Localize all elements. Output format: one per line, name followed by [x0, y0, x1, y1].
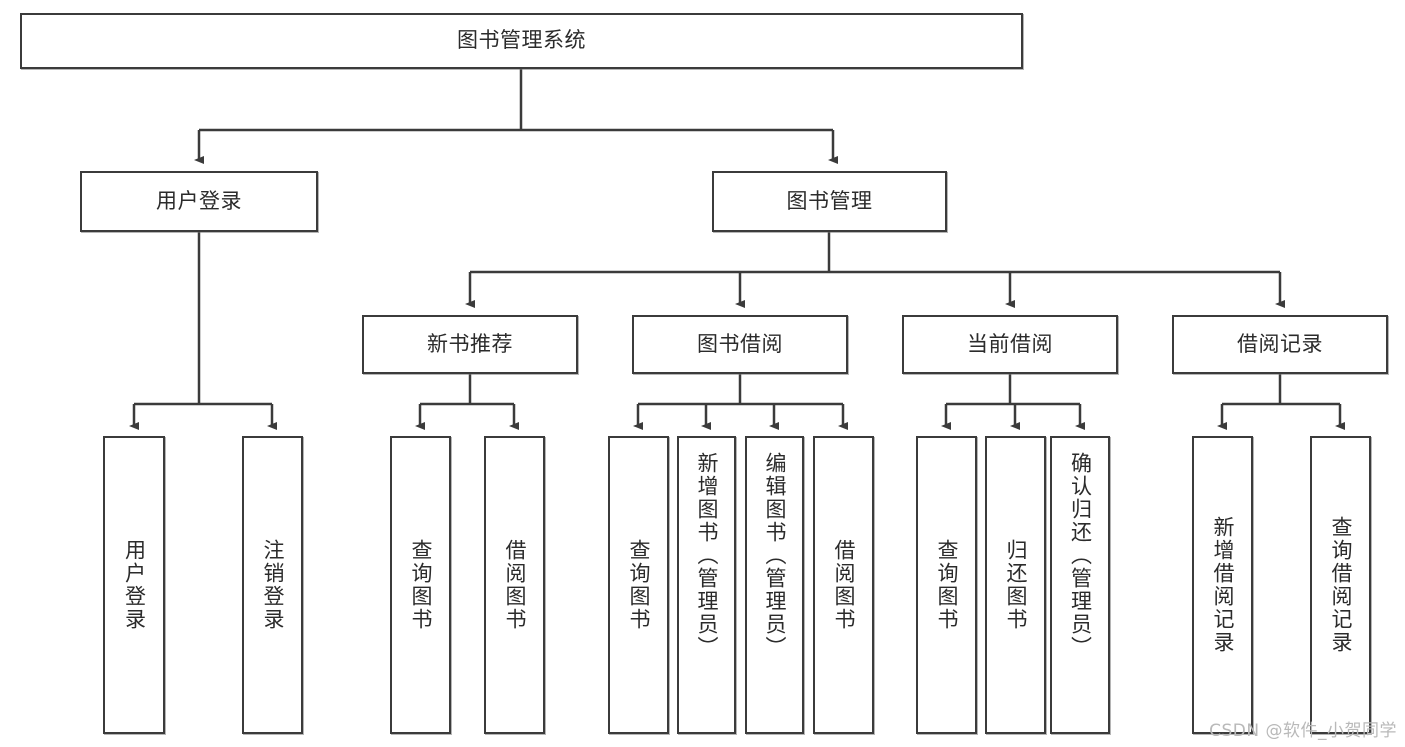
leaf-borrow-book-2[interactable]: 借阅图书 — [813, 436, 874, 734]
leaf-add-record[interactable]: 新增借阅记录 — [1192, 436, 1253, 734]
node-new-book-recommend-label: 新书推荐 — [427, 331, 513, 356]
node-current-borrow[interactable]: 当前借阅 — [902, 315, 1118, 374]
leaf-query-book-2-label: 查询图书 — [627, 539, 651, 631]
edges-bookmanage-to-level3 — [465, 232, 1285, 308]
leaf-borrow-book-1-label: 借阅图书 — [503, 539, 527, 631]
leaf-confirm-return-label: 确认归还（管理员） — [1068, 452, 1093, 659]
leaf-query-book-3-label: 查询图书 — [935, 539, 959, 631]
leaf-query-book-2[interactable]: 查询图书 — [608, 436, 669, 734]
node-root-label: 图书管理系统 — [457, 28, 586, 53]
leaf-return-book[interactable]: 归还图书 — [985, 436, 1046, 734]
leaf-query-record[interactable]: 查询借阅记录 — [1310, 436, 1371, 734]
leaf-user-login[interactable]: 用户登录 — [103, 436, 165, 734]
edges-userlogin-to-leaves — [129, 232, 277, 430]
leaf-query-record-label: 查询借阅记录 — [1329, 516, 1353, 654]
node-book-borrow[interactable]: 图书借阅 — [632, 315, 848, 374]
leaf-add-record-label: 新增借阅记录 — [1211, 516, 1235, 654]
leaf-query-book-1[interactable]: 查询图书 — [390, 436, 451, 734]
node-user-login[interactable]: 用户登录 — [80, 171, 318, 232]
node-borrow-record[interactable]: 借阅记录 — [1172, 315, 1388, 374]
edges-bookborrow-to-leaves — [633, 374, 848, 430]
leaf-logout-label: 注销登录 — [261, 539, 285, 631]
edges-borrowrecord-to-leaves — [1217, 374, 1345, 430]
leaf-borrow-book-1[interactable]: 借阅图书 — [484, 436, 545, 734]
leaf-query-book-3[interactable]: 查询图书 — [916, 436, 977, 734]
leaf-edit-book-label: 编辑图书（管理员） — [763, 452, 787, 659]
leaf-logout[interactable]: 注销登录 — [242, 436, 303, 734]
leaf-add-book-label: 新增图书（管理员） — [695, 452, 719, 659]
leaf-return-book-label: 归还图书 — [1004, 539, 1028, 631]
leaf-borrow-book-2-label: 借阅图书 — [832, 539, 856, 631]
leaf-confirm-return[interactable]: 确认归还（管理员） — [1050, 436, 1110, 734]
edges-newbook-to-leaves — [415, 374, 519, 430]
node-book-borrow-label: 图书借阅 — [697, 331, 783, 356]
leaf-query-book-1-label: 查询图书 — [409, 539, 433, 631]
leaf-add-book[interactable]: 新增图书（管理员） — [677, 436, 736, 734]
node-book-manage-label: 图书管理 — [786, 188, 873, 213]
node-borrow-record-label: 借阅记录 — [1237, 331, 1323, 356]
node-user-login-label: 用户登录 — [156, 188, 242, 213]
node-new-book-recommend[interactable]: 新书推荐 — [362, 315, 578, 374]
edges-currentborrow-to-leaves — [941, 374, 1085, 430]
leaf-edit-book[interactable]: 编辑图书（管理员） — [745, 436, 804, 734]
leaf-user-login-label: 用户登录 — [122, 539, 147, 631]
node-book-manage[interactable]: 图书管理 — [712, 171, 947, 232]
edges-root-to-level2 — [194, 69, 838, 164]
node-root[interactable]: 图书管理系统 — [20, 13, 1023, 69]
node-current-borrow-label: 当前借阅 — [967, 331, 1053, 356]
